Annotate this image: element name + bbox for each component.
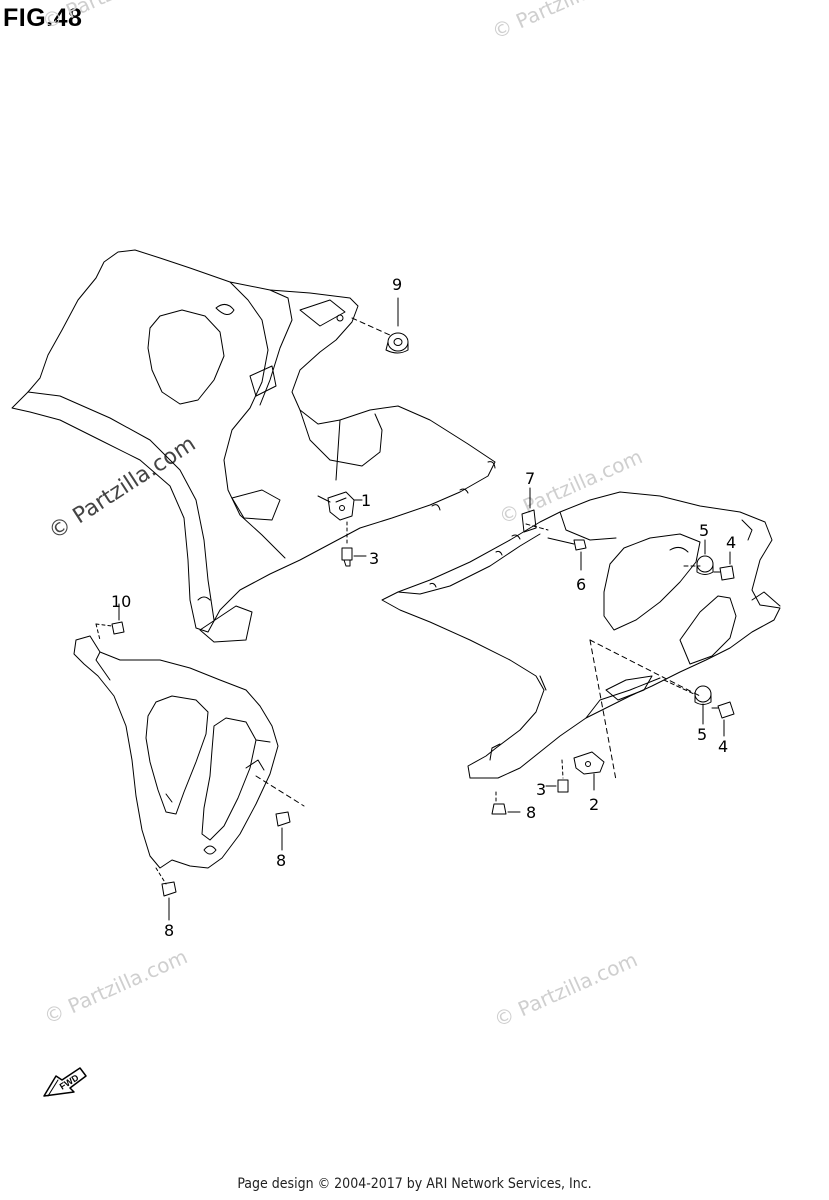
callout-5-upper: 5 [699,521,709,540]
part-5-grommet-upper [696,539,714,575]
callout-8-left-upper: 8 [276,851,286,870]
part-7-clip [521,487,537,533]
fwd-arrow-icon [43,1067,87,1097]
callout-5-lower: 5 [697,725,707,744]
part-10-rivet [111,603,125,635]
callout-10: 10 [111,592,131,611]
part-6-screw [547,537,587,571]
callout-4-upper: 4 [726,533,736,552]
callout-1: 1 [361,491,371,510]
inner-panel-left [73,623,305,885]
part-3-bolt-upper [341,521,367,567]
lower-cowling-left-panel [11,249,496,643]
part-8-rivet-right [491,791,521,815]
callout-3-upper: 3 [369,549,379,568]
part-3-bolt-lower [545,759,569,793]
part-8-rivet-left-lower [161,881,177,921]
figure-title: FIG.48 [3,4,83,32]
callout-8-right: 8 [526,803,536,822]
part-8-rivet-left-upper [275,811,291,851]
callout-9: 9 [392,275,402,294]
part-5-grommet-lower [694,685,712,725]
callout-7: 7 [525,469,535,488]
lower-cowling-right-panel [381,491,781,781]
callout-2: 2 [589,795,599,814]
callout-8-left-lower: 8 [164,921,174,940]
part-1-bracket [327,491,363,521]
callout-4-lower: 4 [718,737,728,756]
callout-6: 6 [576,575,586,594]
part-4-screw-upper [713,551,735,581]
footer-copyright: Page design © 2004-2017 by ARI Network S… [237,1176,592,1192]
part-2-bracket [573,751,605,791]
part-9-grommet [385,297,409,354]
callout-3-lower: 3 [536,780,546,799]
part-4-screw-lower [711,701,735,737]
